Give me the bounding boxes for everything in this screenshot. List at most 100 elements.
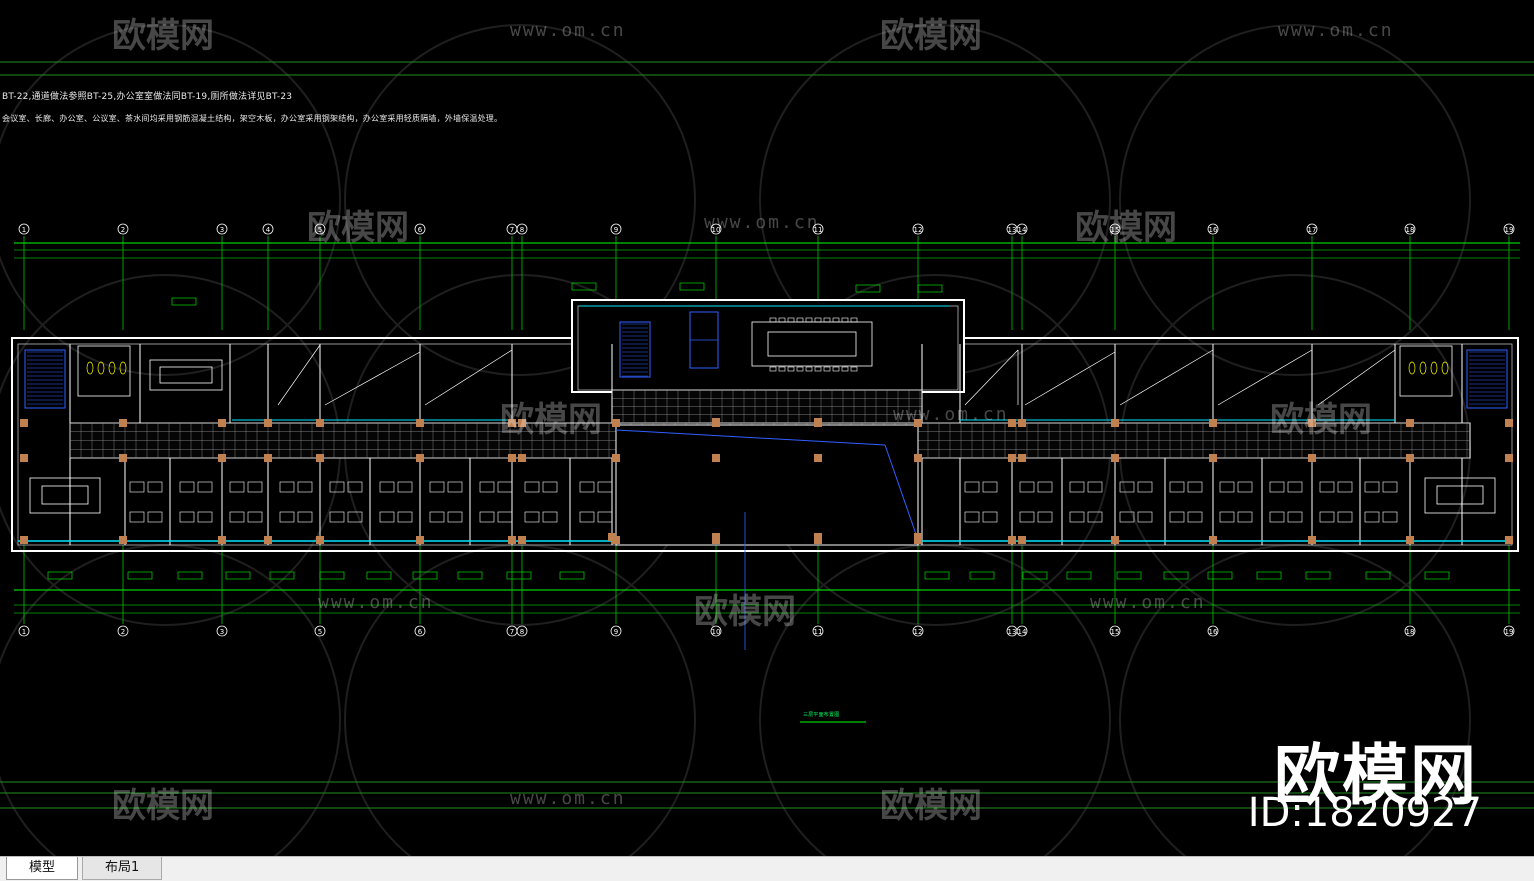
structural-column bbox=[1008, 454, 1016, 462]
axis-label: 19 bbox=[1505, 628, 1514, 636]
chair bbox=[850, 317, 858, 323]
desk bbox=[447, 511, 463, 523]
chair bbox=[832, 366, 840, 372]
axis-bubble bbox=[812, 625, 824, 637]
desk bbox=[297, 481, 313, 493]
desk bbox=[1069, 511, 1085, 523]
desk bbox=[129, 481, 145, 493]
chair bbox=[796, 366, 804, 372]
desk bbox=[1119, 511, 1135, 523]
section-mark bbox=[47, 571, 73, 580]
desk bbox=[597, 511, 613, 523]
section-mark bbox=[225, 571, 251, 580]
axis-label: 6 bbox=[418, 628, 423, 636]
watermark-url: www.om.cn bbox=[1090, 592, 1206, 613]
section-mark bbox=[1365, 571, 1391, 580]
axis-bubble bbox=[117, 223, 129, 235]
structural-column bbox=[20, 454, 28, 462]
desk bbox=[197, 481, 213, 493]
axis-bubble bbox=[1109, 223, 1121, 235]
structural-column bbox=[914, 419, 922, 427]
watermark-logo: 欧模网 bbox=[112, 16, 214, 56]
axis-bubble bbox=[1306, 223, 1318, 235]
desk bbox=[1287, 511, 1303, 523]
watermark-logo: 欧模网 bbox=[500, 400, 602, 440]
toilet-icon bbox=[1441, 361, 1449, 375]
desk bbox=[1319, 481, 1335, 493]
conference-table bbox=[767, 331, 857, 357]
structural-column bbox=[316, 454, 324, 462]
desk bbox=[542, 511, 558, 523]
watermark-url: www.om.cn bbox=[893, 404, 1009, 425]
desk bbox=[1337, 511, 1353, 523]
watermark-logo: 欧模网 bbox=[880, 786, 982, 826]
axis-bubble bbox=[314, 223, 326, 235]
structural-column bbox=[1111, 454, 1119, 462]
desk bbox=[524, 481, 540, 493]
chair bbox=[832, 317, 840, 323]
structural-column bbox=[1505, 454, 1513, 462]
axis-label: 6 bbox=[418, 226, 423, 234]
desk bbox=[379, 511, 395, 523]
watermark-logo: 欧模网 bbox=[1075, 208, 1177, 248]
desk bbox=[1187, 481, 1203, 493]
chair bbox=[787, 317, 795, 323]
watermark-url: www.om.cn bbox=[510, 20, 626, 41]
desk bbox=[524, 511, 540, 523]
structural-column bbox=[20, 536, 28, 544]
restroom-left bbox=[77, 345, 131, 397]
axis-bubble bbox=[610, 223, 622, 235]
desk bbox=[147, 511, 163, 523]
structural-column bbox=[1209, 419, 1217, 427]
axis-label: 12 bbox=[914, 226, 923, 234]
chair bbox=[841, 366, 849, 372]
desk bbox=[1087, 511, 1103, 523]
axis-label: 10 bbox=[712, 226, 721, 234]
axis-bubble bbox=[912, 625, 924, 637]
axis-label: 9 bbox=[614, 628, 618, 636]
axis-label: 15 bbox=[1111, 226, 1120, 234]
structural-column bbox=[712, 454, 720, 462]
desk bbox=[1269, 511, 1285, 523]
structural-column bbox=[218, 536, 226, 544]
watermark-url: www.om.cn bbox=[510, 788, 626, 809]
desk bbox=[982, 481, 998, 493]
desk bbox=[397, 511, 413, 523]
axis-bubble bbox=[18, 223, 30, 235]
section-mark bbox=[1207, 571, 1233, 580]
drawing-note-line-2: 会议室、长廊、办公室、公议室、茶水间均采用钢筋混凝土结构，架空木板，办公室采用钢… bbox=[2, 114, 503, 123]
axis-label: 3 bbox=[220, 628, 224, 636]
atrium bbox=[615, 424, 919, 546]
tab-layout1[interactable]: 布局1 bbox=[82, 857, 163, 880]
desk bbox=[429, 481, 445, 493]
structural-column bbox=[608, 533, 616, 541]
hatch-line bbox=[324, 351, 421, 406]
axis-label: 10 bbox=[712, 628, 721, 636]
desk bbox=[579, 481, 595, 493]
desk bbox=[229, 481, 245, 493]
axis-label: 1 bbox=[22, 226, 26, 234]
desk bbox=[1119, 481, 1135, 493]
tab-model[interactable]: 模型 bbox=[6, 857, 79, 880]
desk bbox=[147, 481, 163, 493]
desk bbox=[1037, 511, 1053, 523]
desk bbox=[1287, 481, 1303, 493]
desk bbox=[329, 511, 345, 523]
structural-column bbox=[316, 536, 324, 544]
watermark-url: www.om.cn bbox=[1278, 20, 1394, 41]
structural-column bbox=[814, 418, 822, 426]
structural-column bbox=[1505, 419, 1513, 427]
plan-title: 三层平面布置图 bbox=[803, 712, 840, 718]
axis-bubble bbox=[1016, 625, 1028, 637]
axis-label: 9 bbox=[614, 226, 618, 234]
section-mark bbox=[1256, 571, 1282, 580]
desk bbox=[1137, 481, 1153, 493]
toilet-icon bbox=[86, 361, 94, 375]
section-mark bbox=[269, 571, 295, 580]
watermark-url: www.om.cn bbox=[318, 592, 434, 613]
structural-column bbox=[316, 419, 324, 427]
desk bbox=[1269, 481, 1285, 493]
section-mark bbox=[969, 571, 995, 580]
axis-label: 11 bbox=[814, 226, 823, 234]
